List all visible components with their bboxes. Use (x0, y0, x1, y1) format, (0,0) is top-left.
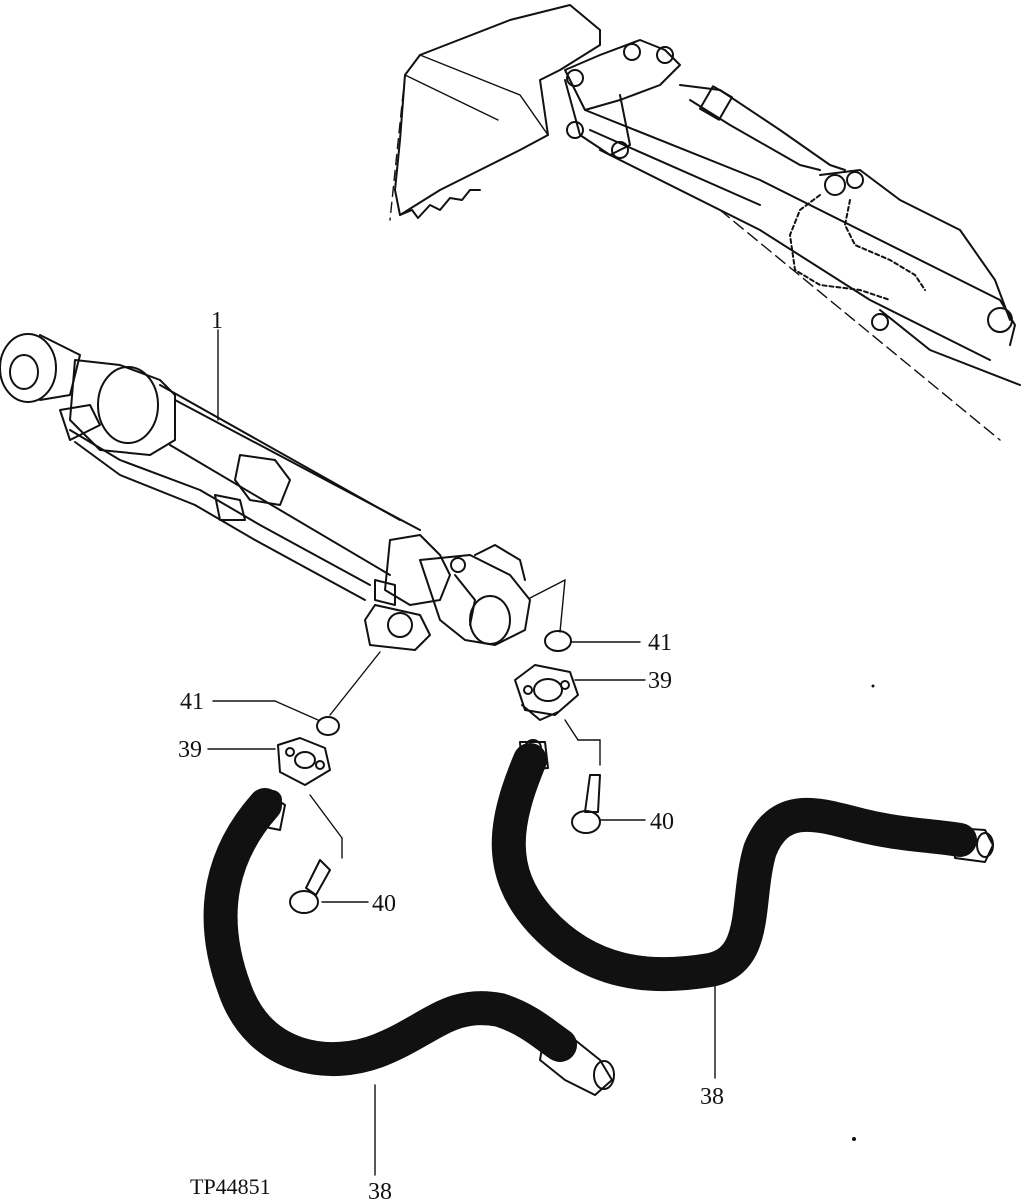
hydraulic-cylinder (0, 333, 531, 651)
callout-o-ring-left: 41 (180, 689, 204, 715)
callout-cylinder: 1 (211, 308, 223, 334)
speck (871, 684, 875, 688)
speck (852, 1137, 856, 1141)
callout-hose-right: 38 (700, 1084, 724, 1110)
hose-right (491, 739, 994, 992)
callout-flange-right: 39 (648, 668, 672, 694)
cap-screw-left (289, 859, 331, 914)
figure-id: TP44851 (190, 1174, 271, 1199)
callout-o-ring-right: 41 (648, 630, 672, 656)
callout-flange-left: 39 (178, 737, 202, 763)
callout-screw-right: 40 (650, 809, 674, 835)
flange-left (277, 737, 331, 786)
flange-right (514, 664, 579, 721)
o-ring-left (316, 716, 340, 736)
hose-left (203, 788, 615, 1096)
cap-screw-right (571, 774, 601, 834)
o-ring-right (544, 630, 572, 652)
callout-hose-left: 38 (368, 1179, 392, 1204)
callout-screw-left: 40 (372, 891, 396, 917)
arm-overview-illustration (389, 4, 1021, 441)
leader-lines (207, 329, 716, 1176)
